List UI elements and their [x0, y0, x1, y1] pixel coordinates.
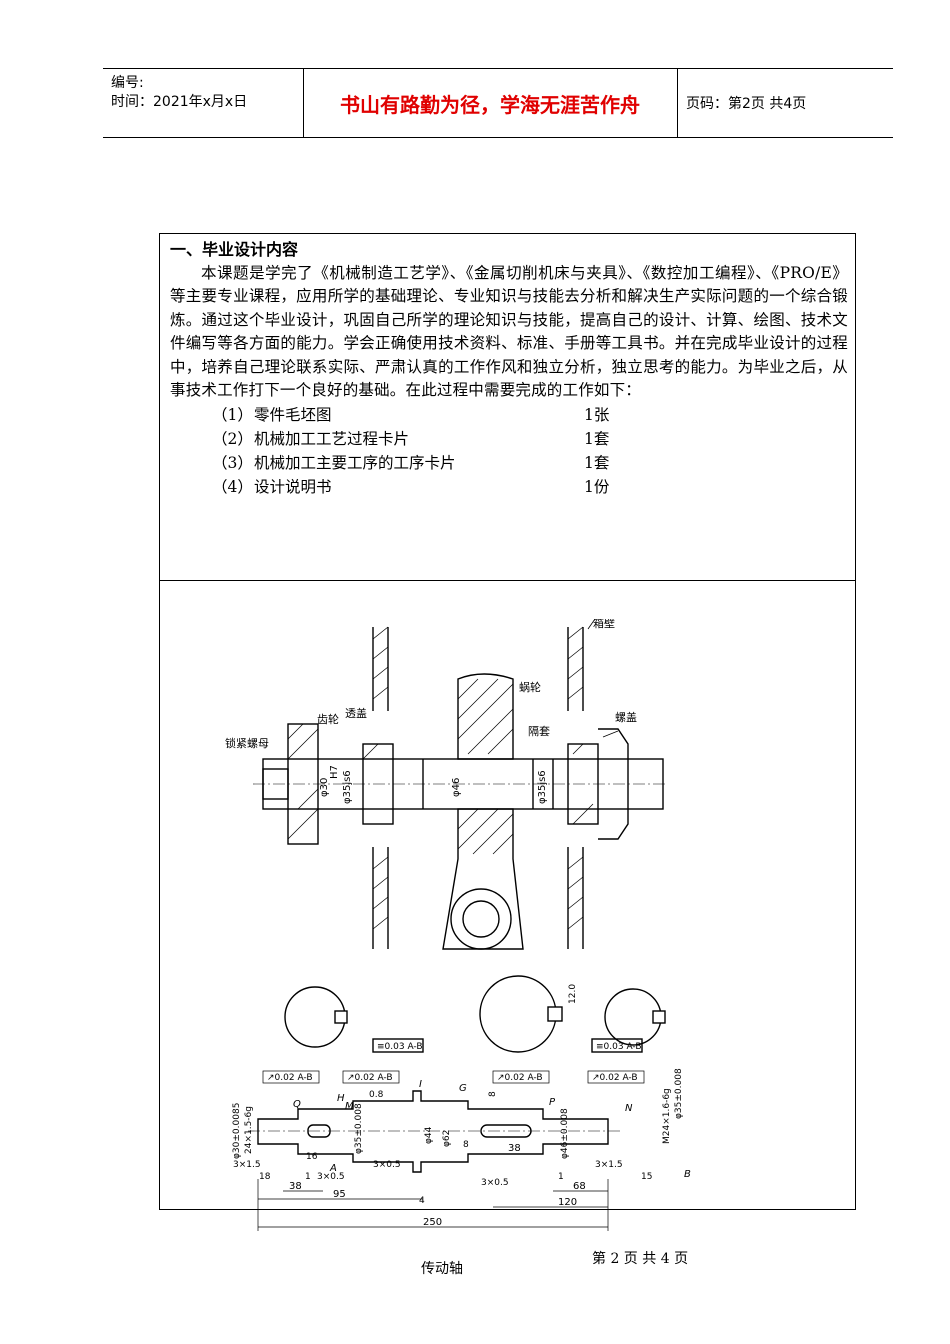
diam-phi46: φ46±0.008 [560, 1108, 570, 1159]
dim-38-right: 38 [508, 1143, 521, 1154]
section-title: 一、毕业设计内容 [170, 240, 299, 259]
tol-keyway-1: ≡0.03 A-B [377, 1042, 423, 1052]
dim-16: 16 [306, 1152, 318, 1162]
page-info: 页码：第2页 共4页 [686, 96, 807, 112]
header-meta: 编号: 时间：2021年x月x日 [103, 69, 304, 137]
worm-wheel [442, 673, 524, 950]
figure-caption: 传动轴 [421, 1261, 463, 1277]
item-name: 机械加工工艺过程卡片 [254, 429, 410, 448]
tol-keyway-2: ≡0.03 A-B [596, 1042, 642, 1052]
section-paragraph: 本课题是学完了《机械制造工艺学》、《金属切削机床与夹具》、《数控加工编程》、《P… [170, 263, 848, 400]
runout-tol-4: ↗0.02 A-B [592, 1073, 638, 1083]
number-label: 编号: [111, 75, 144, 91]
deliverables-list: （1） 零件毛坯图 1张 （2） 机械加工工艺过程卡片 1套 （3） 机械加工主… [170, 403, 848, 499]
dim-3x0.5-a: 3×0.5 [317, 1172, 345, 1182]
cross-sections [284, 975, 666, 1053]
runout-tol-3: ↗0.02 A-B [497, 1073, 543, 1083]
roughness: 0.8 [369, 1090, 384, 1100]
item-qty: 1套 [584, 453, 610, 472]
design-content-section: 一、毕业设计内容 本课题是学完了《机械制造工艺学》、《金属切削机床与夹具》、《数… [170, 238, 848, 499]
item-qty: 1份 [584, 477, 610, 496]
keyway-width: 12.0 [568, 984, 578, 1004]
dim-1-left: 1 [305, 1172, 311, 1182]
item-number: （4） [212, 477, 253, 496]
item-name: 零件毛坯图 [254, 405, 332, 424]
diam-thread-24: 24×1.5-6g [244, 1106, 254, 1154]
letter-p: P [549, 1097, 556, 1108]
diam-phi44: φ44 [424, 1126, 434, 1144]
fit-phi35-left: φ35js6 [342, 770, 353, 804]
letter-g: G [459, 1083, 467, 1094]
page-header: 编号: 时间：2021年x月x日 书山有路勤为径，学海无涯苦作舟 页码：第2页 … [103, 68, 893, 138]
diam-phi30: φ30±0.0085 [232, 1103, 242, 1159]
dim-120: 120 [558, 1197, 577, 1208]
diam-phi35-left: φ35±0.008 [354, 1103, 364, 1154]
datum-a: A [329, 1163, 337, 1174]
dim-18: 18 [259, 1172, 271, 1182]
fit-h7: H7 [329, 765, 340, 779]
label-box-wall: 箱壁 [593, 619, 615, 630]
table-divider [160, 580, 855, 581]
dim-250: 250 [423, 1217, 442, 1228]
item-name: 设计说明书 [254, 477, 332, 496]
dim-38-left: 38 [289, 1181, 302, 1192]
content-table: 一、毕业设计内容 本课题是学完了《机械制造工艺学》、《金属切削机床与夹具》、《数… [159, 233, 856, 1210]
label-lock-nut: 锁紧螺母 [225, 736, 269, 750]
item-number: （1） [212, 405, 253, 424]
diam-phi62: φ62 [442, 1130, 452, 1147]
letter-q: Q [293, 1099, 301, 1110]
item-number: （3） [212, 453, 253, 472]
fit-phi46: φ46 [451, 778, 462, 797]
dim-68: 68 [573, 1181, 586, 1192]
keyway-depth: 8 [488, 1091, 498, 1097]
dimension-lines [257, 1070, 645, 1231]
list-item: （3） 机械加工主要工序的工序卡片 1套 [170, 451, 848, 475]
dim-4: 4 [419, 1196, 425, 1206]
page-footer: 第 2 页 共 4 页 [592, 1251, 689, 1267]
letter-h: H [337, 1093, 345, 1104]
list-item: （4） 设计说明书 1份 [170, 475, 848, 499]
diam-phi35-right: φ35±0.008 [674, 1068, 684, 1119]
dim-3x0.5-c: 3×0.5 [481, 1178, 509, 1188]
dim-3x1.5-right: 3×1.5 [595, 1160, 623, 1170]
label-gear: 齿轮 [317, 712, 339, 726]
item-number: （2） [212, 429, 253, 448]
box-wall [372, 619, 596, 949]
label-through-cover: 透盖 [345, 706, 367, 720]
item-qty: 1张 [584, 405, 610, 424]
letter-m: M [345, 1101, 354, 1112]
dim-3x0.5-b: 3×0.5 [373, 1160, 401, 1170]
label-spacer: 隔套 [528, 725, 550, 738]
fit-phi35-right: φ35js6 [537, 770, 548, 804]
letter-i: I [419, 1079, 422, 1090]
dim-95: 95 [333, 1189, 346, 1200]
runout-tol-2: ↗0.02 A-B [347, 1073, 393, 1083]
dim-1-right: 1 [558, 1172, 564, 1182]
item-name: 机械加工主要工序的工序卡片 [254, 453, 456, 472]
shaft-drawing: 箱壁 蜗轮 齿轮 透盖 锁紧螺母 隔套 螺盖 φ30 H7 φ35js6 φ46… [225, 619, 691, 1231]
list-item: （1） 零件毛坯图 1张 [170, 403, 848, 427]
time-label: 时间：2021年x月x日 [111, 94, 248, 110]
label-screw-cover: 螺盖 [615, 710, 637, 724]
item-qty: 1套 [584, 429, 610, 448]
dim-8: 8 [463, 1140, 469, 1150]
list-item: （2） 机械加工工艺过程卡片 1套 [170, 427, 848, 451]
fit-phi30: φ30 [319, 778, 330, 797]
shaft-part [248, 1090, 623, 1173]
label-worm-wheel: 蜗轮 [519, 680, 541, 694]
letter-n: N [625, 1103, 633, 1114]
datum-b: B [684, 1169, 691, 1180]
dim-3x1.5-left: 3×1.5 [233, 1160, 261, 1170]
motto: 书山有路勤为径，学海无涯苦作舟 [303, 69, 678, 137]
dim-15: 15 [641, 1172, 652, 1182]
diam-m24: M24×1.6-6g [662, 1088, 672, 1144]
runout-tol-1: ↗0.02 A-B [267, 1073, 313, 1083]
